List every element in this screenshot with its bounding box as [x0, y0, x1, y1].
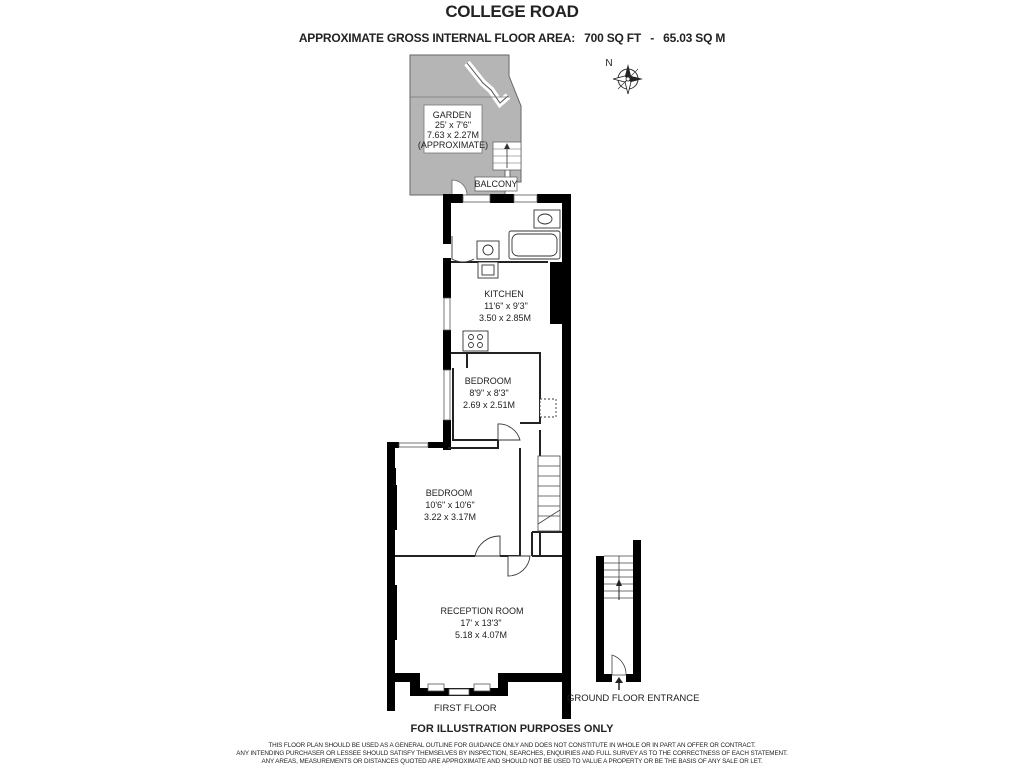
bathroom-fixtures — [451, 209, 561, 263]
compass-rose-icon — [612, 64, 643, 95]
garden-name: GARDEN — [433, 110, 472, 120]
garden-imperial: 25' x 7'6" — [435, 120, 471, 130]
plan-title: COLLEGE ROAD — [445, 2, 579, 21]
balcony-name: BALCONY — [474, 179, 517, 189]
floor-area-sqft: 700 SQ FT — [584, 31, 642, 45]
bedroom1-imperial: 8'9" x 8'3" — [469, 388, 508, 398]
disclaimer-line-2: ANY INTENDING PURCHASER OR LESSEE SHOULD… — [236, 750, 788, 757]
garden-note: (APPROXIMATE) — [418, 140, 488, 150]
garden-metric: 7.63 x 2.27M — [427, 130, 479, 140]
floor-area-sqm: 65.03 SQ M — [663, 31, 726, 45]
ground-floor-entrance — [596, 540, 641, 682]
staircase — [537, 455, 561, 532]
first-floor-label: FIRST FLOOR — [434, 703, 497, 714]
kitchen-fixtures — [462, 261, 557, 418]
bedroom1-metric: 2.69 x 2.51M — [463, 400, 515, 410]
reception-metric: 5.18 x 4.07M — [455, 630, 507, 640]
kitchen-name: KITCHEN — [484, 289, 524, 299]
floor-area-separator: - — [650, 31, 654, 45]
garden-steps — [492, 141, 522, 171]
bedroom2-metric: 3.22 x 3.17M — [424, 512, 476, 522]
entrance-arrow-icon — [615, 677, 623, 690]
bedroom1-name: BEDROOM — [465, 376, 512, 386]
bedroom2-imperial: 10'6" x 10'6" — [425, 500, 474, 510]
disclaimer: THIS FLOOR PLAN SHOULD BE USED AS A GENE… — [0, 742, 1024, 766]
reception-name: RECEPTION ROOM — [440, 606, 523, 616]
floor-area-label: APPROXIMATE GROSS INTERNAL FLOOR AREA: — [298, 31, 576, 45]
garden-area — [409, 54, 522, 196]
kitchen-metric: 3.50 x 2.85M — [479, 313, 531, 323]
illustration-notice: FOR ILLUSTRATION PURPOSES ONLY — [410, 723, 614, 735]
disclaimer-line-1: THIS FLOOR PLAN SHOULD BE USED AS A GENE… — [268, 742, 756, 749]
disclaimer-line-3: ANY AREAS, MEASUREMENTS OR DISTANCES QUO… — [261, 758, 763, 765]
floor-area-line: APPROXIMATE GROSS INTERNAL FLOOR AREA: 7… — [0, 31, 1024, 45]
reception-imperial: 17' x 13'3" — [460, 618, 501, 628]
compass-north-label: N — [605, 58, 612, 69]
bedroom2-name: BEDROOM — [426, 488, 473, 498]
kitchen-imperial: 11'6" x 9'3" — [484, 301, 528, 311]
ground-floor-label: GROUND FLOOR ENTRANCE — [567, 693, 700, 704]
windows — [398, 194, 538, 696]
door-swings — [474, 423, 531, 577]
